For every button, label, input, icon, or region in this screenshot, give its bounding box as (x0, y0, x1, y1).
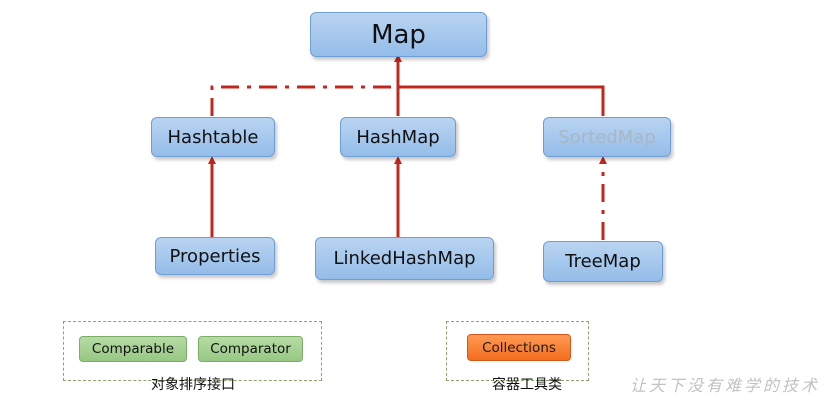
node-map: Map (310, 12, 487, 57)
node-map-label: Map (371, 19, 426, 50)
node-linkedhashmap: LinkedHashMap (315, 237, 494, 280)
node-hashmap: HashMap (340, 117, 456, 157)
hashtable-to-map-line (210, 85, 400, 116)
node-linkedhashmap-label: LinkedHashMap (333, 248, 476, 269)
node-hashtable: Hashtable (151, 117, 275, 157)
node-sortedmap-label: SortedMap (558, 126, 656, 148)
tag-comparator: Comparator (198, 336, 303, 362)
watermark-text: 让天下没有难学的技术 (629, 376, 820, 395)
tag-comparator-label: Comparator (210, 341, 291, 357)
node-treemap-label: TreeMap (565, 251, 641, 272)
node-properties: Properties (155, 237, 275, 275)
node-hashtable-label: Hashtable (167, 126, 259, 148)
tools-group-caption: 容器工具类 (492, 377, 562, 393)
tag-comparable: Comparable (79, 336, 187, 362)
comparison-group (63, 321, 322, 381)
node-properties-label: Properties (169, 245, 261, 267)
tag-collections-label: Collections (482, 339, 556, 356)
node-treemap: TreeMap (543, 241, 663, 282)
sortedmap-to-map-line (398, 85, 605, 116)
tools-group (446, 321, 589, 381)
tag-comparable-label: Comparable (91, 341, 175, 357)
tag-collections: Collections (467, 334, 571, 361)
comparison-group-caption: 对象排序接口 (151, 377, 235, 393)
node-hashmap-label: HashMap (356, 126, 440, 148)
node-sortedmap: SortedMap (543, 117, 671, 157)
